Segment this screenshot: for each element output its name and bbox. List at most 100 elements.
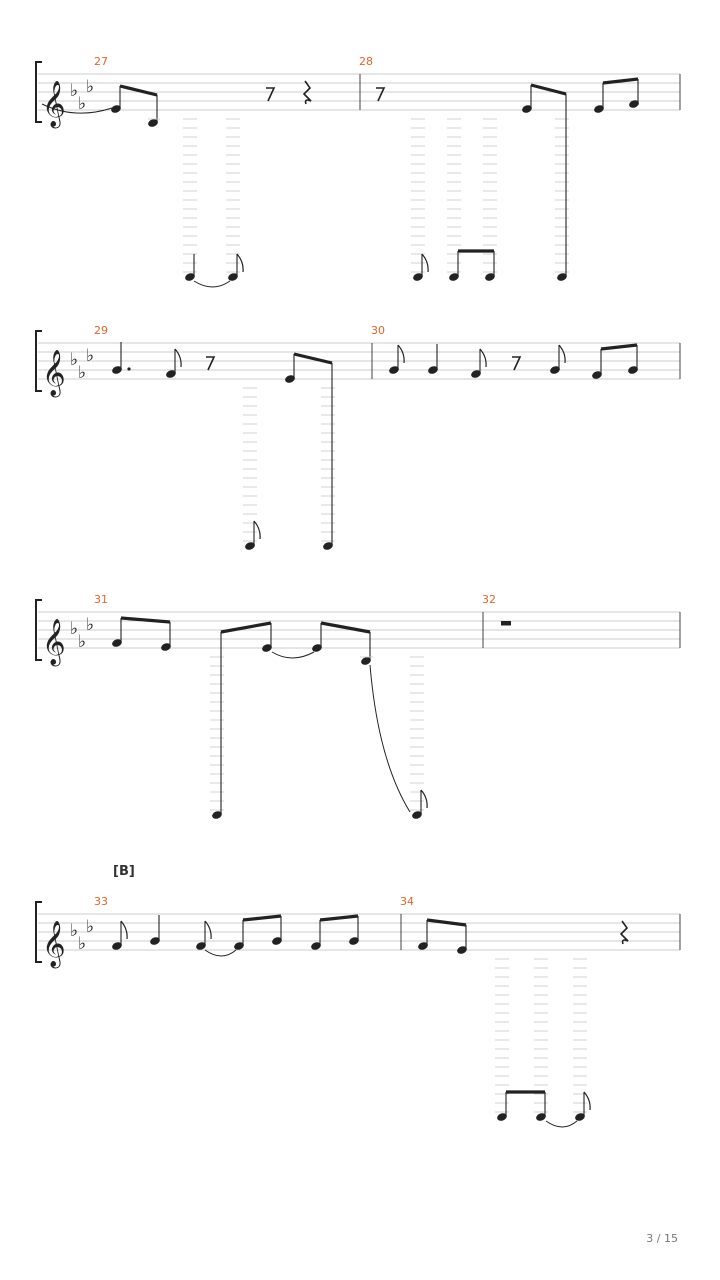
measure-number: 33: [94, 895, 108, 908]
flat-icon: ♭: [86, 346, 94, 366]
rehearsal-mark: [B]: [113, 864, 135, 879]
note-head: [150, 937, 160, 945]
measure-number: 31: [94, 593, 108, 606]
note-head: [112, 942, 122, 950]
key-signature: ♭ ♭ ♭: [70, 346, 94, 383]
quarter-rest: [302, 80, 312, 105]
note-flag: [583, 1091, 591, 1111]
key-signature: ♭ ♭ ♭: [70, 615, 94, 652]
note-head: [285, 375, 295, 383]
note-flag: [421, 253, 429, 273]
note-head: [428, 366, 438, 374]
note-flag: [120, 920, 128, 940]
page-number: 3 / 15: [646, 1232, 678, 1245]
tie: [545, 1120, 578, 1128]
note-head: [349, 937, 359, 945]
system-bracket: [35, 330, 42, 392]
note-flag: [479, 348, 487, 368]
beam: [120, 616, 171, 624]
note-head: [485, 273, 495, 281]
note-flag: [253, 520, 261, 540]
flat-icon: ♭: [70, 81, 78, 101]
flat-icon: ♭: [86, 615, 94, 635]
staff-lines: [38, 342, 680, 380]
beam: [220, 621, 272, 634]
note-head: [389, 366, 399, 374]
staff-lines: [38, 73, 680, 111]
flat-icon: ♭: [78, 934, 86, 954]
system-3: 𝄞 ♭ ♭ ♭ 31 32: [35, 593, 681, 819]
note-head: [148, 119, 158, 127]
system-bracket: [35, 61, 42, 123]
note-head: [228, 273, 238, 281]
note-head: [413, 273, 423, 281]
note-head: [628, 366, 638, 374]
measure-number: 27: [94, 55, 108, 68]
system-4: [B] 𝄞 ♭ ♭ ♭ 33 34: [35, 864, 681, 1128]
beam: [320, 621, 371, 634]
note-head: [497, 1113, 507, 1121]
note-head: [361, 657, 371, 665]
measure-number: 34: [400, 895, 414, 908]
staff-lines: [38, 913, 680, 951]
note-head: [536, 1113, 546, 1121]
beam: [602, 77, 639, 85]
note-head: [245, 542, 255, 550]
note-head: [166, 370, 176, 378]
ledger-lines: [495, 958, 587, 1113]
treble-clef-icon: 𝄞: [42, 81, 66, 129]
note-head: [234, 942, 244, 950]
measure-number: 30: [371, 324, 385, 337]
note-head: [449, 273, 459, 281]
slide-line: [369, 664, 411, 813]
eighth-rest: [266, 87, 276, 102]
note-head: [418, 942, 428, 950]
tie: [271, 651, 315, 659]
note-head: [550, 366, 560, 374]
note-flag: [558, 344, 566, 364]
flat-icon: ♭: [70, 350, 78, 370]
treble-clef-icon: 𝄞: [42, 921, 66, 969]
note-head: [112, 366, 122, 374]
beam: [119, 84, 158, 97]
half-rest: [501, 621, 511, 626]
tie: [193, 280, 231, 288]
beam: [600, 343, 638, 351]
tie: [41, 103, 113, 114]
note-head: [471, 370, 481, 378]
ledger-lines: [411, 118, 569, 273]
measure-number: 28: [359, 55, 373, 68]
note-head: [185, 273, 195, 281]
flat-icon: ♭: [86, 917, 94, 937]
eighth-rest: [376, 87, 386, 102]
ledger-lines: [243, 387, 335, 542]
beam: [426, 918, 467, 927]
note-head: [592, 371, 602, 379]
system-1: 𝄞 ♭ ♭ ♭ 27 28: [35, 55, 681, 288]
note-head: [457, 946, 467, 954]
note-head: [629, 100, 639, 108]
quarter-rest: [619, 920, 629, 945]
eighth-rest: [512, 356, 522, 371]
note-head: [522, 105, 532, 113]
note-head: [112, 639, 122, 647]
note-head: [594, 105, 604, 113]
note-head: [412, 811, 422, 819]
note-flag: [397, 344, 405, 364]
flat-icon: ♭: [70, 921, 78, 941]
note-head: [196, 942, 206, 950]
system-bracket: [35, 599, 42, 661]
flat-icon: ♭: [70, 619, 78, 639]
flat-icon: ♭: [78, 94, 86, 114]
system-bracket: [35, 901, 42, 963]
beam: [530, 83, 567, 96]
note-head: [575, 1113, 585, 1121]
note-head: [161, 643, 171, 651]
eighth-rest: [206, 356, 216, 371]
ledger-lines: [210, 656, 424, 811]
ledger-lines: [183, 118, 240, 273]
note-head: [272, 937, 282, 945]
treble-clef-icon: 𝄞: [42, 619, 66, 667]
flat-icon: ♭: [78, 632, 86, 652]
note-flag: [420, 789, 428, 809]
